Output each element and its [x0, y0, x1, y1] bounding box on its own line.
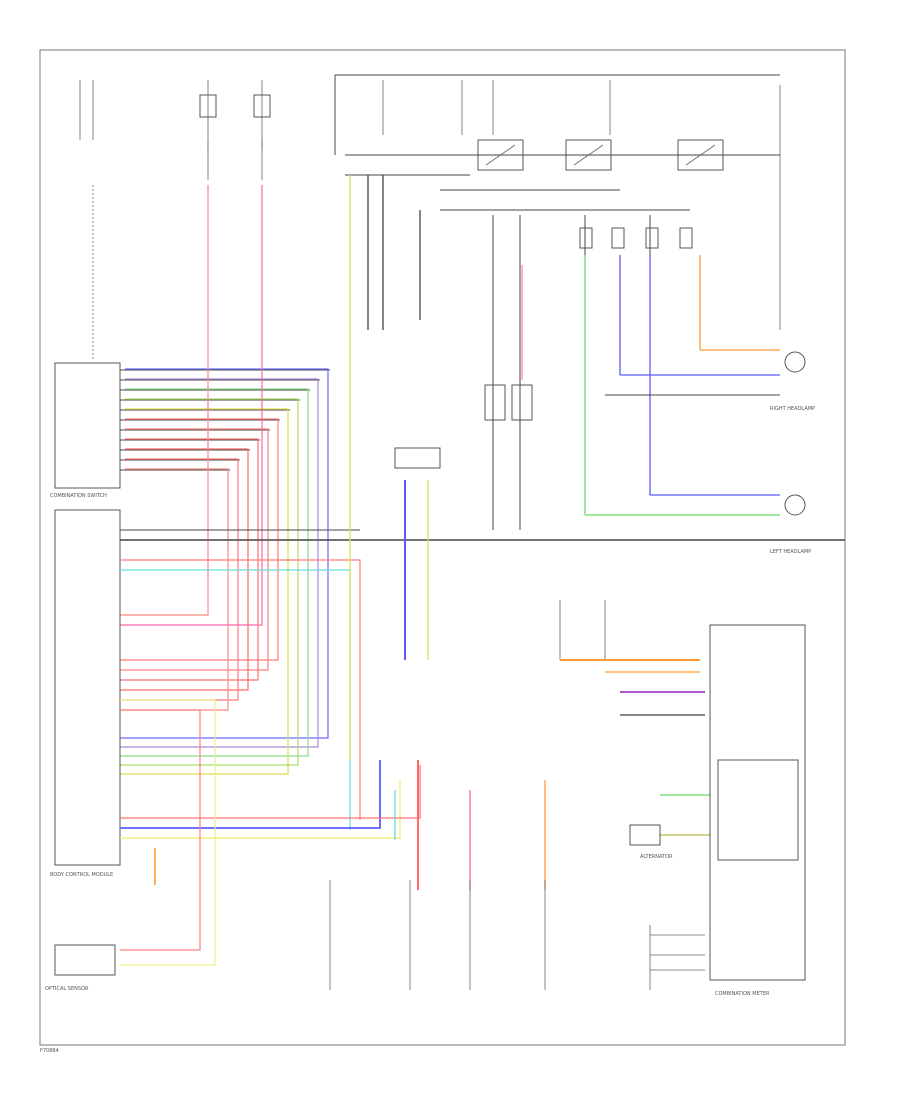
top-power-section [79, 74, 781, 530]
bcm-block: BODY CONTROL MODULE [50, 509, 121, 878]
lower-right-section: ALTERNATOR COMBINATION METER [394, 600, 806, 997]
page-footer-code: F70884 [40, 1048, 59, 1054]
wire-yellow-mid [120, 699, 216, 966]
alternator-label: ALTERNATOR [640, 854, 673, 860]
diagram-border [39, 49, 846, 1046]
optical-sensor: OPTICAL SENSOR [45, 848, 156, 992]
wire-purple [120, 378, 319, 748]
wire-blue-1 [120, 368, 329, 739]
combination-switch-label: COMBINATION SWITCH [50, 493, 107, 499]
right-headlamp-label: RIGHT HEADLAMP [770, 406, 815, 412]
combination-switch-wires [120, 368, 329, 775]
wire-green-2 [120, 398, 299, 766]
combination-meter-label: COMBINATION METER [715, 991, 770, 997]
wire-blue-bus [120, 760, 381, 829]
left-headlamp-label: LEFT HEADLAMP [770, 549, 811, 555]
wire-red-5 [120, 458, 239, 701]
top-feed-wires [92, 185, 263, 626]
wire-pink-top-2 [120, 185, 263, 626]
wire-red-2 [120, 428, 269, 671]
left-headlamp: LEFT HEADLAMP [770, 494, 811, 555]
wire-red-top-1 [120, 185, 209, 616]
mid-vertical-wires [349, 175, 441, 760]
right-headlamp: RIGHT HEADLAMP [770, 351, 815, 412]
wire-red-optical [120, 709, 201, 951]
lower-switches [329, 880, 705, 990]
wire-red-bus [120, 559, 361, 820]
wire-red-bcm-low [120, 765, 421, 819]
wire-green-1 [120, 388, 309, 757]
wire-yellow-1 [120, 408, 289, 775]
combination-switch-block: COMBINATION SWITCH [50, 362, 330, 499]
wire-yellow-bus [120, 780, 401, 839]
wire-red-6 [120, 468, 229, 711]
bcm-label: BODY CONTROL MODULE [50, 872, 113, 878]
headlamp-relay-area [484, 255, 780, 516]
optical-sensor-label: OPTICAL SENSOR [45, 986, 89, 992]
